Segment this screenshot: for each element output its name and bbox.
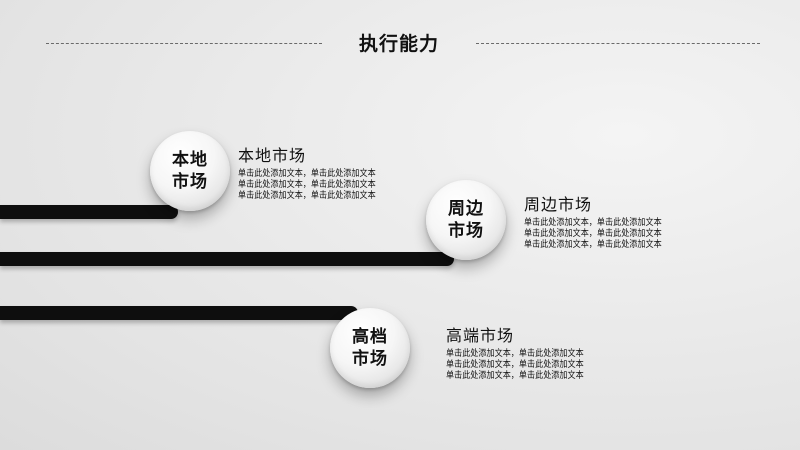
page-title: 执行能力 [358,33,439,55]
block-text-line: 单击此处添加文本，单击此处添加文本 [238,191,376,201]
circle-local-market: 本地 市场 [150,131,230,211]
block-text-line: 单击此处添加文本，单击此处添加文本 [238,169,376,179]
block-text-line: 单击此处添加文本，单击此处添加文本 [446,349,584,359]
timeline-bar-2 [0,252,454,266]
header-divider-right [476,43,760,44]
header-divider-left [46,43,322,44]
block-title: 本地市场 [238,146,307,165]
block-title: 周边市场 [524,195,593,214]
circle-label-line-2: 市场 [448,221,484,241]
text-block-surrounding-market: 周边市场 单击此处添加文本，单击此处添加文本 单击此处添加文本，单击此处添加文本… [524,195,677,251]
timeline-bar-1 [0,205,178,219]
circle-label-line-1: 本地 [172,150,208,170]
circle-label-line-2: 市场 [352,349,388,369]
text-block-highend-market: 高端市场 单击此处添加文本，单击此处添加文本 单击此处添加文本，单击此处添加文本… [446,326,599,382]
timeline-bar-3 [0,306,358,320]
circle-highend-market: 高档 市场 [330,308,410,388]
circle-label-line-2: 市场 [172,172,208,192]
text-block-local-market: 本地市场 单击此处添加文本，单击此处添加文本 单击此处添加文本，单击此处添加文本… [238,146,391,202]
block-text-line: 单击此处添加文本，单击此处添加文本 [524,240,662,250]
block-text-line: 单击此处添加文本，单击此处添加文本 [446,371,584,381]
circle-surrounding-market: 周边 市场 [426,180,506,260]
block-text-line: 单击此处添加文本，单击此处添加文本 [238,180,376,190]
circle-label-line-1: 周边 [448,199,484,219]
block-text-line: 单击此处添加文本，单击此处添加文本 [446,360,584,370]
block-text-line: 单击此处添加文本，单击此处添加文本 [524,218,662,228]
circle-label-line-1: 高档 [352,327,388,347]
block-title: 高端市场 [446,326,515,345]
block-text-line: 单击此处添加文本，单击此处添加文本 [524,229,662,239]
